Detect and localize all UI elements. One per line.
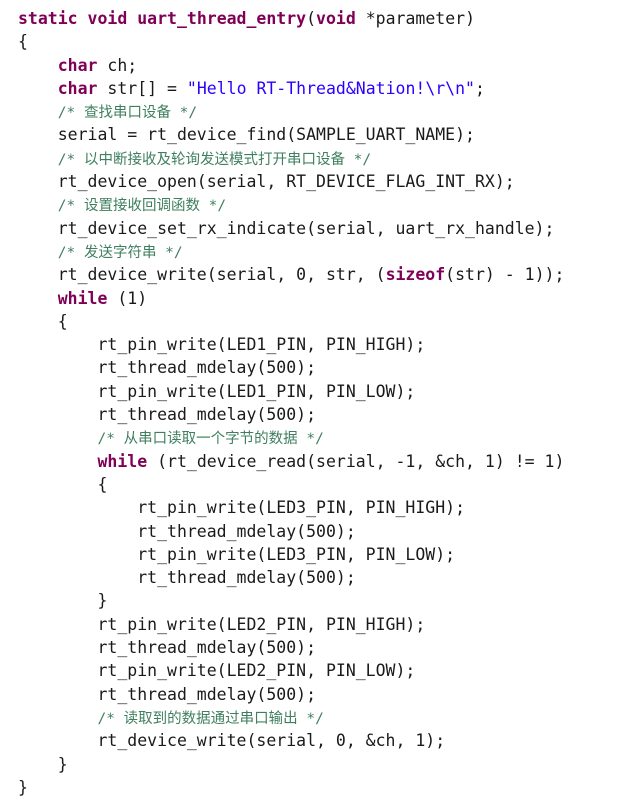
code-text: { [18,311,68,331]
code-line: } [18,589,633,612]
code-keyword: char [57,55,98,75]
code-text [18,428,97,447]
code-text: ; [475,78,485,98]
code-text: *parameter) [355,9,476,28]
code-keyword: while [97,451,148,471]
code-comment: /* 查找串口设备 */ [57,105,198,122]
code-line: rt_thread_mdelay(500); [18,636,633,659]
code-text: rt_thread_mdelay(500); [18,521,356,541]
code-text: rt_thread_mdelay(500); [18,568,356,588]
code-text [18,56,58,75]
code-text: rt_thread_mdelay(500); [18,684,317,704]
code-text: ch; [97,55,138,75]
code-line: { [18,30,633,53]
code-line: { [18,473,633,496]
code-line: rt_pin_write(LED3_PIN, PIN_LOW); [18,543,633,566]
code-line: /* 读取到的数据通过串口输出 */ [18,706,633,729]
code-line: rt_thread_mdelay(500); [18,356,633,379]
code-line: static void uart_thread_entry(void *para… [18,7,633,30]
code-text [18,452,97,471]
code-text: (str) - 1)); [445,265,565,285]
code-text: rt_pin_write(LED1_PIN, PIN_HIGH); [18,335,426,355]
code-text: (1) [107,288,148,308]
code-line: rt_thread_mdelay(500); [18,520,633,543]
code-line: /* 从串口读取一个字节的数据 */ [18,426,633,449]
code-line: while (rt_device_read(serial, -1, &ch, 1… [18,450,633,473]
code-line: rt_thread_mdelay(500); [18,566,633,589]
code-keyword: while [57,288,108,308]
code-text [18,242,58,261]
code-line: /* 发送字符串 */ [18,240,633,263]
code-text: rt_device_write(serial, 0, str, ( [18,265,386,285]
code-text: rt_pin_write(LED3_PIN, PIN_LOW); [18,544,456,564]
code-text: rt_thread_mdelay(500); [18,405,317,425]
code-text: rt_thread_mdelay(500); [18,638,317,658]
code-comment: /* 发送字符串 */ [57,244,183,261]
code-text: } [18,777,28,797]
code-keyword: void [316,9,356,28]
code-line: rt_pin_write(LED1_PIN, PIN_LOW); [18,380,633,403]
code-text: serial = rt_device_find(SAMPLE_UART_NAME… [18,125,475,145]
code-string: "Hello RT-Thread&Nation!\r\n" [186,78,475,98]
code-text: rt_device_open(serial, RT_DEVICE_FLAG_IN… [18,172,515,192]
code-line: rt_thread_mdelay(500); [18,403,633,426]
code-comment: /* 以中断接收及轮询发送模式打开串口设备 */ [57,151,372,168]
code-text: rt_device_set_rx_indicate(serial, uart_r… [18,218,555,238]
code-text: } [18,591,108,611]
code-line: } [18,753,633,776]
code-line: /* 查找串口设备 */ [18,100,633,123]
code-comment: /* 读取到的数据通过串口输出 */ [97,710,324,727]
code-line: rt_device_open(serial, RT_DEVICE_FLAG_IN… [18,170,633,193]
code-text: rt_pin_write(LED2_PIN, PIN_HIGH); [18,614,426,634]
code-text: } [18,754,68,774]
code-comment: /* 设置接收回调函数 */ [57,198,227,215]
code-text: rt_pin_write(LED3_PIN, PIN_HIGH); [18,498,466,518]
code-line: rt_device_write(serial, 0, &ch, 1); [18,729,633,752]
code-line: char ch; [18,54,633,77]
code-line: rt_device_set_rx_indicate(serial, uart_r… [18,217,633,240]
code-line: char str[] = "Hello RT-Thread&Nation!\r\… [18,77,633,100]
code-line: rt_pin_write(LED2_PIN, PIN_LOW); [18,659,633,682]
code-text [18,708,97,727]
code-line: rt_pin_write(LED1_PIN, PIN_HIGH); [18,333,633,356]
code-text: ( [306,9,317,28]
code-text [18,102,58,121]
code-text: (rt_device_read(serial, -1, &ch, 1) != 1… [147,451,565,471]
code-line: rt_device_write(serial, 0, str, (sizeof(… [18,263,633,286]
code-text: { [18,32,28,52]
code-text: rt_thread_mdelay(500); [18,358,317,378]
code-comment: /* 从串口读取一个字节的数据 */ [97,431,324,448]
code-line: serial = rt_device_find(SAMPLE_UART_NAME… [18,123,633,146]
code-keyword: char [57,78,98,98]
code-text: rt_pin_write(LED1_PIN, PIN_LOW); [18,381,416,401]
function-name: uart_thread_entry [137,9,307,28]
code-line: while (1) [18,287,633,310]
code-line: /* 设置接收回调函数 */ [18,193,633,216]
code-line: rt_thread_mdelay(500); [18,683,633,706]
code-text [18,195,58,214]
code-line: /* 以中断接收及轮询发送模式打开串口设备 */ [18,147,633,170]
code-text: str[] = [97,78,187,98]
code-keyword: static void [18,9,138,28]
code-text: rt_pin_write(LED2_PIN, PIN_LOW); [18,661,416,681]
code-line: } [18,776,633,799]
code-line: rt_pin_write(LED2_PIN, PIN_HIGH); [18,613,633,636]
code-text: { [18,474,108,494]
code-line: rt_pin_write(LED3_PIN, PIN_HIGH); [18,496,633,519]
code-text [18,79,58,98]
code-text: rt_device_write(serial, 0, &ch, 1); [18,731,446,751]
code-text [18,149,58,168]
code-line: { [18,310,633,333]
code-text [18,289,58,308]
code-block: static void uart_thread_entry(void *para… [18,7,633,799]
code-keyword: sizeof [385,265,446,285]
